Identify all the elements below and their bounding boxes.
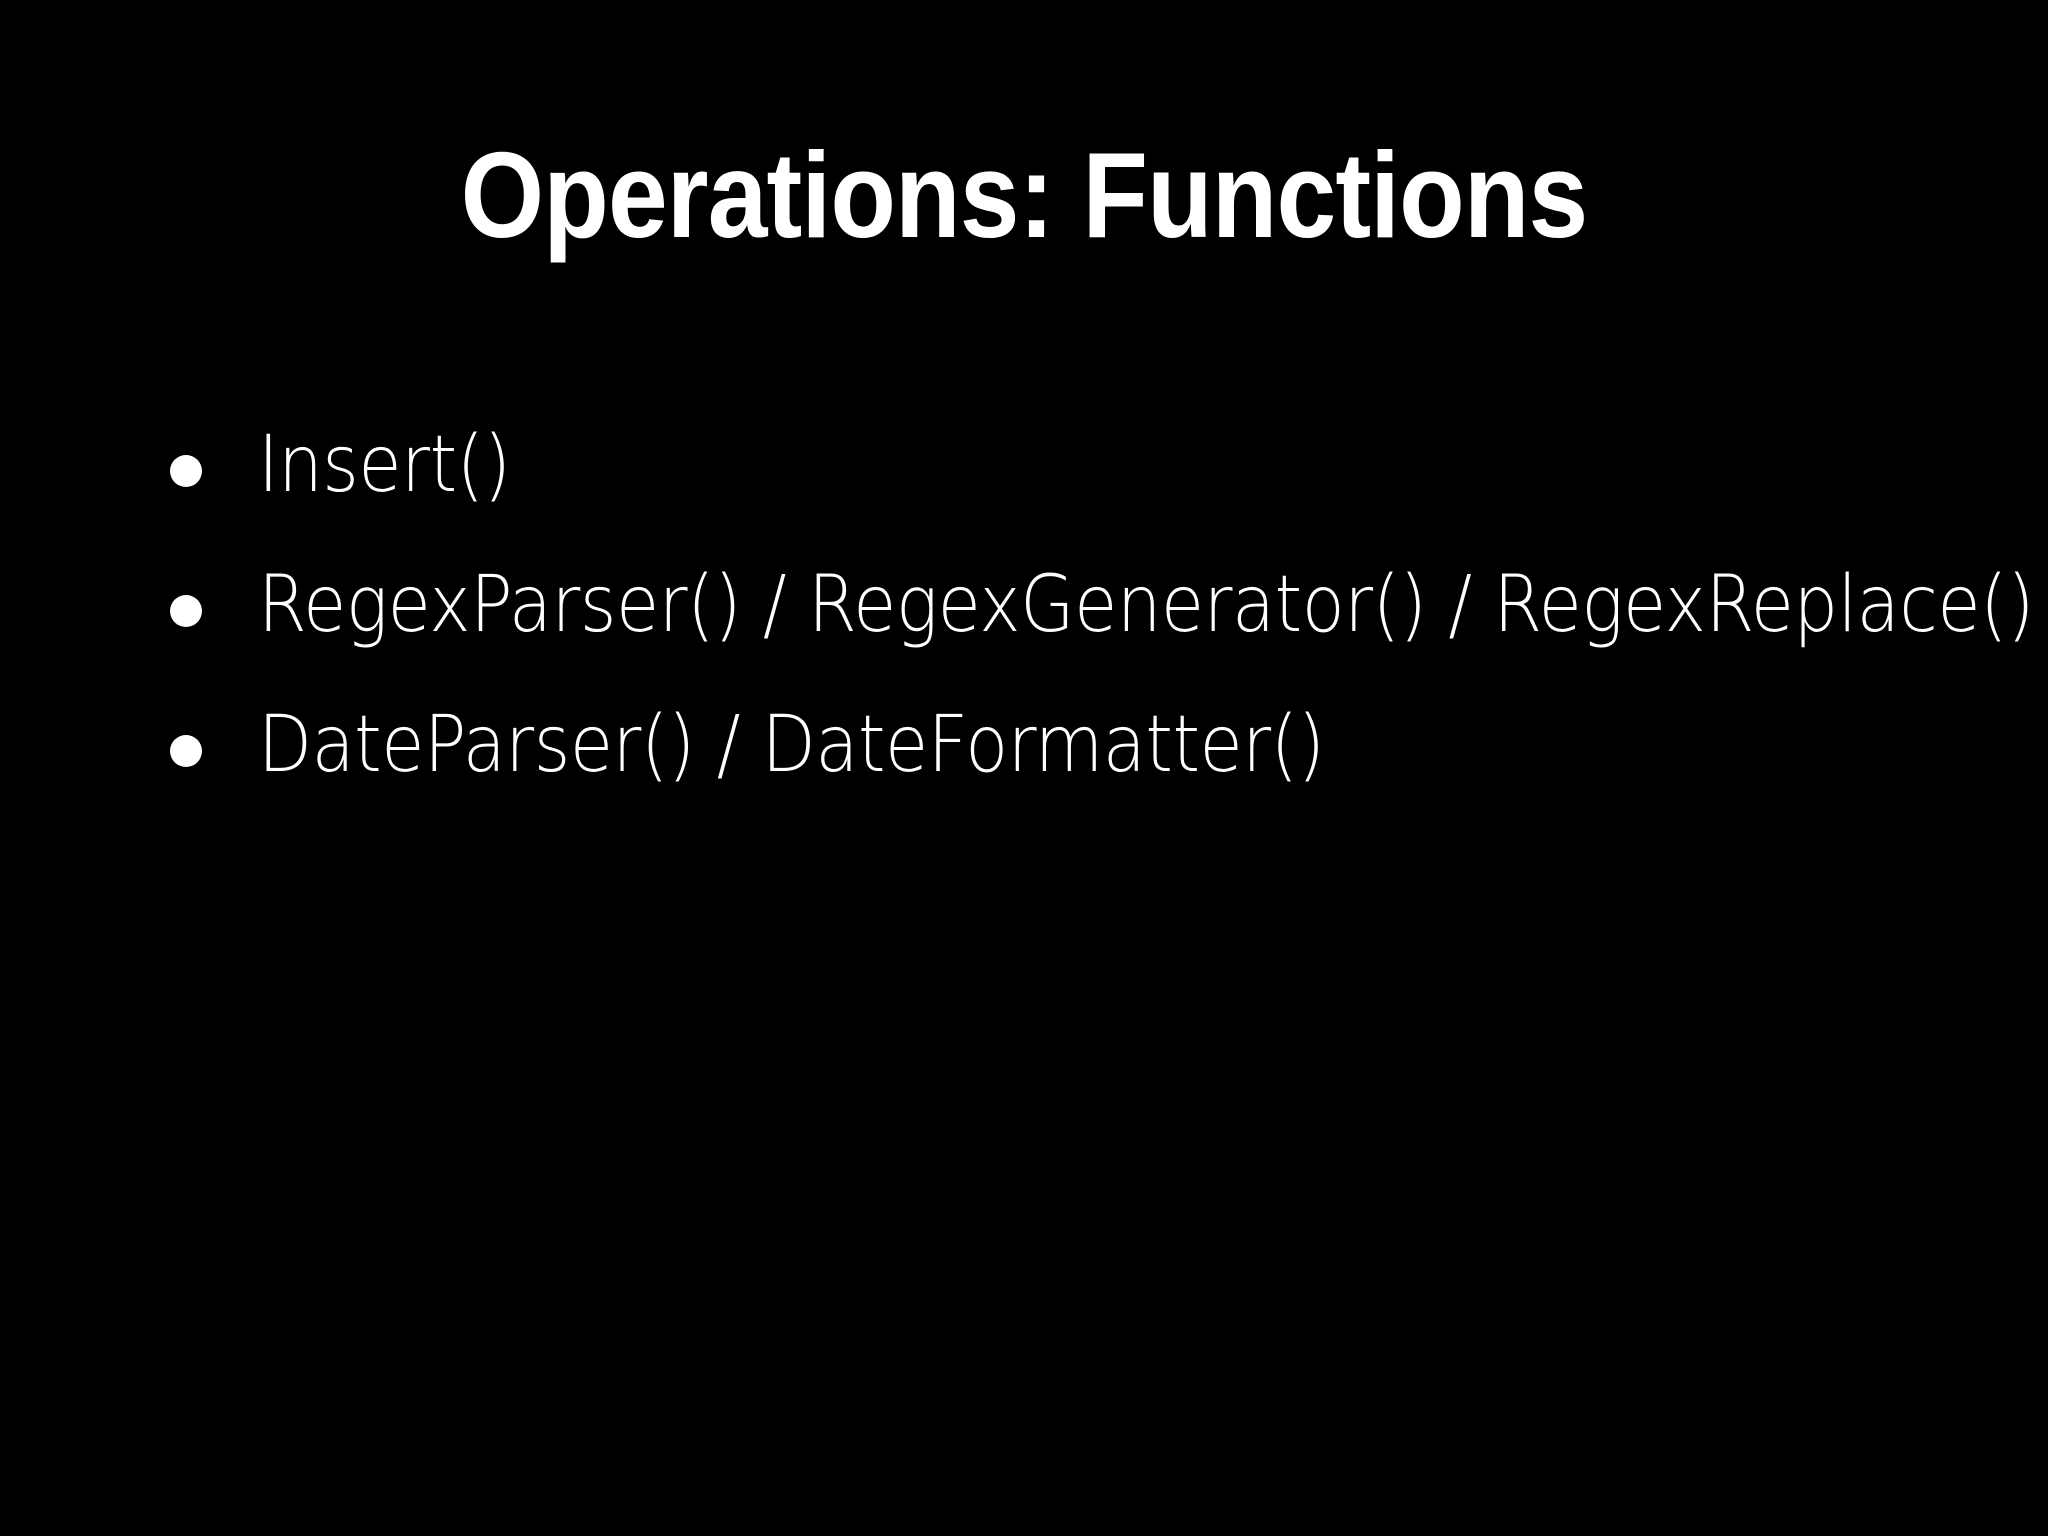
disc-bullet-icon [170,455,202,487]
bullet-item-label: DateParser() / DateFormatter() [258,700,1325,790]
slide-title: Operations: Functions [460,126,1589,263]
disc-bullet-icon [170,735,202,767]
list-item: DateParser() / DateFormatter() [170,700,2000,845]
bullet-item-label: Insert() [258,420,511,510]
disc-bullet-icon [170,595,202,627]
bullet-list: Insert() RegexParser() / RegexGenerator(… [170,420,2034,845]
list-item: RegexParser() / RegexGenerator() / Regex… [170,564,2034,705]
list-item: Insert() [170,420,2000,565]
bullet-item-label: RegexParser() / RegexGenerator() / Regex… [258,560,2035,650]
